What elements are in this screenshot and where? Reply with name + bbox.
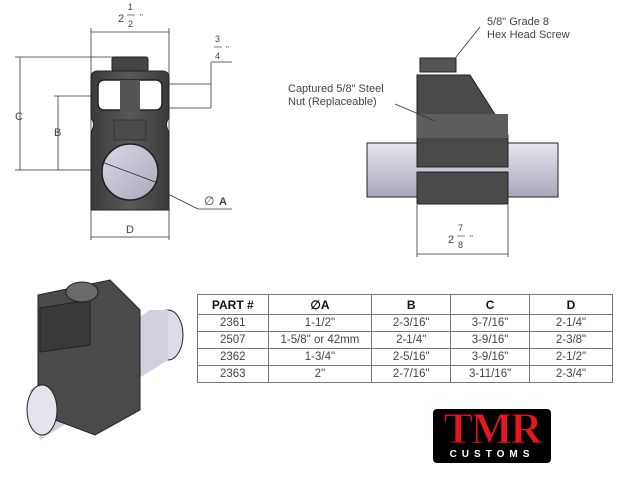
cell-c: 3-9/16": [450, 331, 530, 349]
gap-inch: ": [226, 45, 229, 54]
side-width-num: 7: [458, 223, 463, 233]
cell-d: 2-1/4": [528, 314, 614, 332]
dim-label-b: B: [54, 127, 61, 139]
front-width-num: 1: [128, 2, 133, 12]
header-diameter-a: ∅A: [267, 294, 373, 315]
header-d: D: [528, 294, 614, 315]
side-view-drawing: 5/8" Grade 8 Hex Head Screw Captured 5/8…: [288, 16, 570, 257]
cell-a: 1-5/8" or 42mm: [267, 331, 373, 349]
dim-label-d: D: [126, 224, 134, 236]
front-width-den: 2: [128, 19, 133, 29]
dimension-lines: [15, 28, 232, 240]
nut-callout-line1: Captured 5/8" Steel: [288, 83, 384, 95]
cell-a: 2": [267, 365, 373, 383]
cell-a: 1-1/2": [267, 314, 373, 332]
table-row: 2363 2" 2-7/16" 3-11/16" 2-3/4": [197, 365, 614, 383]
table-row: 2507 1-5/8" or 42mm 2-1/4" 3-9/16" 2-3/8…: [197, 331, 614, 349]
table-row: 2362 1-3/4" 2-5/16" 3-9/16" 2-1/2": [197, 348, 614, 366]
front-width-inch: ": [140, 13, 143, 22]
dim-label-c: C: [15, 111, 23, 123]
cell-c: 3-11/16": [450, 365, 530, 383]
logo-sub: CUSTOMS: [449, 449, 535, 460]
cell-c: 3-9/16": [450, 348, 530, 366]
tmr-customs-logo: TMR CUSTOMS: [433, 405, 551, 463]
header-c: C: [450, 294, 530, 315]
cell-d: 2-3/8": [528, 331, 614, 349]
cell-part: 2507: [197, 331, 269, 349]
table-row: 2361 1-1/2" 2-3/16" 3-7/16" 2-1/4": [197, 314, 614, 332]
cell-b: 2-3/16": [371, 314, 452, 332]
header-b: B: [371, 294, 452, 315]
side-width-whole: 2: [448, 234, 454, 246]
header-part: PART #: [197, 294, 269, 315]
side-width-den: 8: [458, 240, 463, 250]
isometric-view-drawing: [26, 279, 184, 440]
cell-b: 2-5/16": [371, 348, 452, 366]
table-header-row: PART # ∅A B C D: [197, 294, 614, 315]
cell-a: 1-3/4": [267, 348, 373, 366]
nut-callout-line2: Nut (Replaceable): [288, 96, 377, 108]
gap-den: 4: [215, 51, 220, 61]
cell-part: 2363: [197, 365, 269, 383]
dimensions-table: PART # ∅A B C D 2361 1-1/2" 2-3/16" 3-7/…: [197, 294, 614, 383]
cell-b: 2-1/4": [371, 331, 452, 349]
dim-label-a: A: [219, 196, 227, 208]
diameter-symbol: ∅: [204, 194, 214, 208]
front-width-whole: 2: [118, 13, 124, 25]
gap-num: 3: [215, 34, 220, 44]
front-view-drawing: 2 1 2 " 3 4 " C B D ∅ A: [15, 2, 232, 240]
side-width-inch: ": [470, 234, 473, 243]
cell-d: 2-1/2": [528, 348, 614, 366]
screw-callout-line1: 5/8" Grade 8: [487, 16, 549, 28]
cell-d: 2-3/4": [528, 365, 614, 383]
logo-brand: TMR: [443, 405, 543, 445]
screw-callout-line2: Hex Head Screw: [487, 29, 570, 41]
cell-b: 2-7/16": [371, 365, 452, 383]
cell-part: 2362: [197, 348, 269, 366]
cell-c: 3-7/16": [450, 314, 530, 332]
cell-part: 2361: [197, 314, 269, 332]
